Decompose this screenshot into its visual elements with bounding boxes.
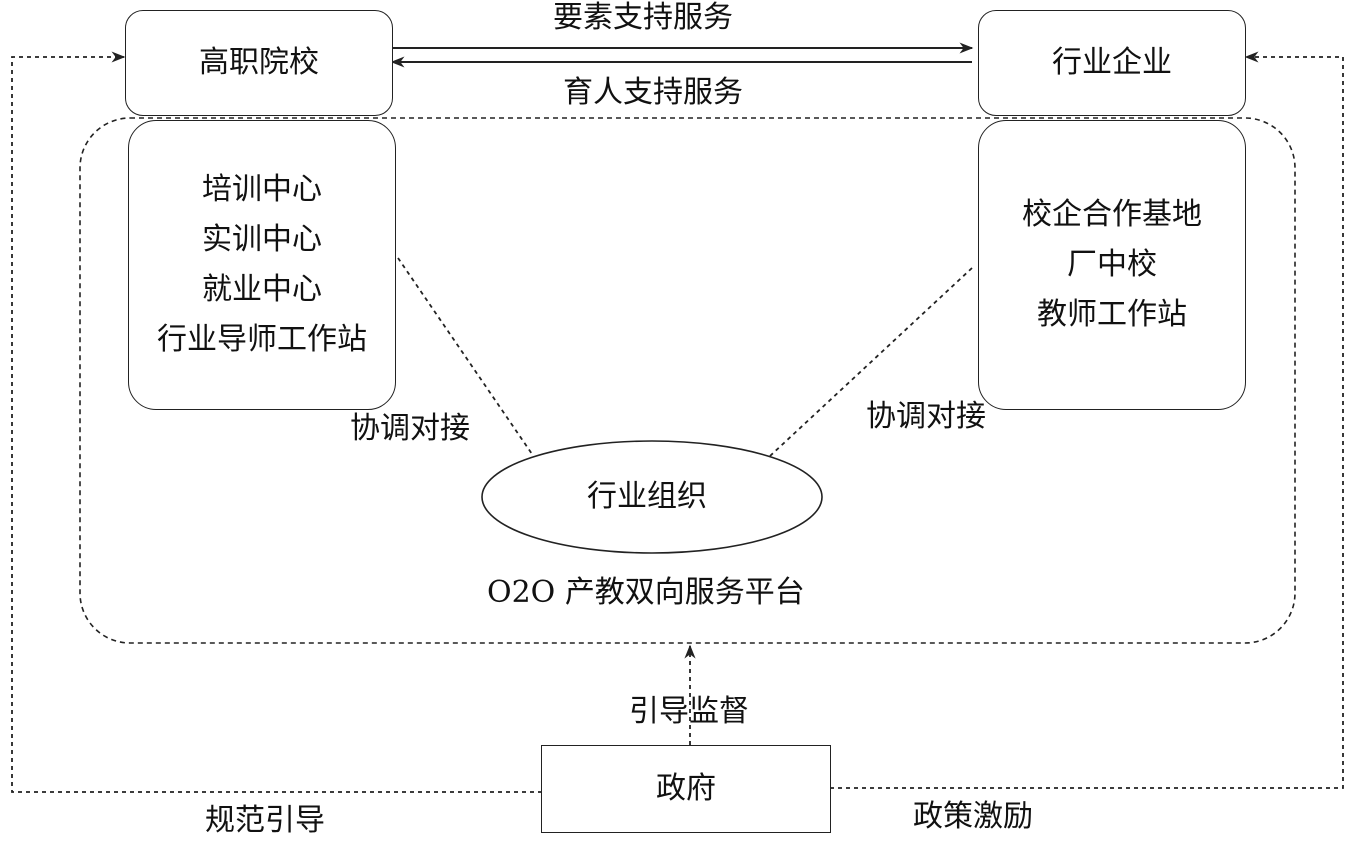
- link-coordination-right: [769, 267, 973, 457]
- school-node: 高职院校: [125, 10, 393, 116]
- edge-label-coordination-left: 协调对接: [350, 411, 470, 446]
- arrow-gov-to-enterprise: [830, 51, 1344, 789]
- enterprise-base-item: 校企合作基地: [1022, 197, 1202, 232]
- edge-label-enterprise-to-school: 育人支持服务: [563, 75, 743, 110]
- edge-label-school-to-enterprise: 要素支持服务: [553, 0, 733, 35]
- school-center-item: 实训中心: [202, 222, 322, 257]
- industry-org-ellipse: [481, 440, 823, 554]
- government-node: 政府: [541, 745, 831, 833]
- edge-label-coordination-right: 协调对接: [866, 399, 986, 434]
- enterprise-bases-box: 校企合作基地 厂中校 教师工作站: [978, 120, 1246, 410]
- industry-org-label: 行业组织: [587, 479, 707, 514]
- arrow-gov-to-school: [11, 51, 542, 793]
- platform-region: [79, 117, 1296, 644]
- school-center-item: 就业中心: [202, 272, 322, 307]
- school-centers-box: 培训中心 实训中心 就业中心 行业导师工作站: [128, 120, 396, 410]
- edge-label-gov-to-enterprise: 政策激励: [913, 799, 1033, 834]
- enterprise-node: 行业企业: [978, 10, 1246, 116]
- school-center-item: 行业导师工作站: [157, 322, 367, 357]
- enterprise-label: 行业企业: [1052, 45, 1172, 80]
- platform-title: O2O 产教双向服务平台: [487, 575, 805, 610]
- school-label: 高职院校: [199, 45, 319, 80]
- edge-label-gov-to-school: 规范引导: [205, 803, 325, 838]
- enterprise-base-item: 厂中校: [1067, 247, 1157, 282]
- school-center-item: 培训中心: [202, 172, 322, 207]
- enterprise-base-item: 教师工作站: [1037, 297, 1187, 332]
- government-label: 政府: [656, 771, 716, 806]
- edge-label-gov-to-platform: 引导监督: [629, 694, 749, 729]
